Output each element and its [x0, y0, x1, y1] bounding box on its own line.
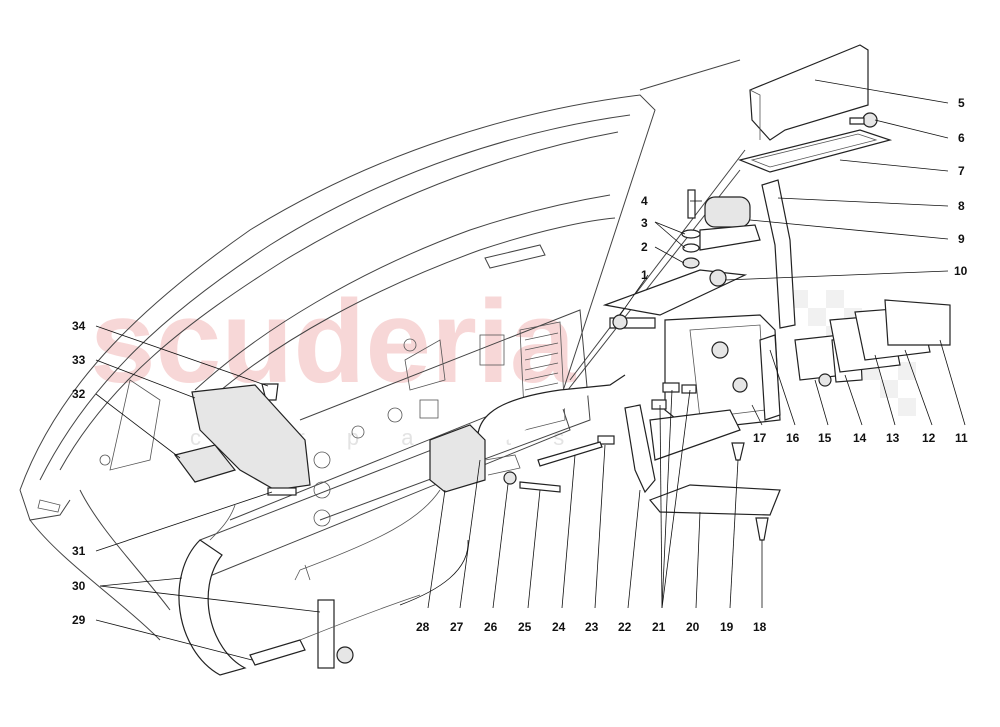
callout-21: 21 — [652, 620, 666, 634]
part-8-hose[interactable] — [761, 179, 796, 329]
callout-28: 28 — [416, 620, 430, 634]
part-6-bolt[interactable] — [849, 112, 878, 128]
callout-9: 9 — [958, 232, 965, 246]
part-4-stud[interactable] — [687, 189, 696, 219]
callout-22: 22 — [618, 620, 632, 634]
part-32-clip[interactable] — [173, 444, 237, 483]
part-29-cable-end[interactable] — [249, 599, 354, 669]
callout-20: 20 — [686, 620, 700, 634]
part-26-nut[interactable] — [503, 471, 517, 485]
wiring-harness — [294, 489, 441, 581]
callout-18: 18 — [753, 620, 767, 634]
callout-12: 12 — [922, 431, 936, 445]
callout-26: 26 — [484, 620, 498, 634]
callout-27: 27 — [450, 620, 464, 634]
callout-10: 10 — [954, 264, 968, 278]
part-28-motor-unit[interactable] — [429, 424, 521, 493]
part-1-rod[interactable] — [609, 314, 656, 330]
part-7-gasket[interactable] — [738, 129, 893, 173]
part-3-washer[interactable] — [681, 229, 701, 239]
part-10-lever[interactable] — [602, 269, 748, 316]
callout-31: 31 — [72, 544, 86, 558]
part-34-bolt[interactable] — [261, 383, 279, 401]
callout-11: 11 — [955, 431, 968, 445]
callout-1: 1 — [641, 268, 648, 282]
callout-33: 33 — [72, 353, 86, 367]
part-18-screw[interactable] — [755, 517, 769, 541]
leader-lines — [95, 79, 966, 661]
part-2-nut[interactable] — [682, 257, 700, 269]
callout-16: 16 — [786, 431, 800, 445]
part-19-screw[interactable] — [731, 442, 745, 461]
callout-30: 30 — [72, 579, 86, 593]
part-9-actuator[interactable] — [699, 196, 761, 251]
callout-34: 34 — [72, 319, 86, 333]
callout-25: 25 — [518, 620, 532, 634]
callout-8: 8 — [958, 199, 965, 213]
parts — [173, 44, 951, 676]
part-3-washer-2[interactable] — [682, 243, 700, 253]
part-5-cover[interactable] — [749, 44, 869, 141]
callout-5: 5 — [958, 96, 965, 110]
callout-7: 7 — [958, 164, 965, 178]
part-22-handle-lever[interactable] — [624, 404, 656, 494]
part-21-clip-2[interactable] — [681, 384, 697, 394]
callout-19: 19 — [720, 620, 734, 634]
part-30-hose[interactable] — [178, 539, 247, 676]
callout-3: 3 — [641, 216, 648, 230]
part-25-bolt[interactable] — [519, 481, 561, 493]
part-24-rod[interactable] — [537, 441, 603, 467]
part-11-plate[interactable] — [884, 299, 951, 346]
callout-24: 24 — [552, 620, 566, 634]
part-21-clip[interactable] — [662, 382, 680, 393]
callout-4: 4 — [641, 194, 648, 208]
callout-23: 23 — [585, 620, 599, 634]
callout-29: 29 — [72, 613, 86, 627]
callout-2: 2 — [641, 240, 648, 254]
part-20-handle[interactable] — [648, 409, 781, 516]
part-21-clip-3[interactable] — [651, 399, 667, 410]
callout-6: 6 — [958, 131, 965, 145]
callout-14: 14 — [853, 431, 867, 445]
part-17-lock-plate[interactable] — [759, 334, 781, 421]
part-31-pin[interactable] — [267, 487, 297, 496]
callout-17: 17 — [753, 431, 767, 445]
callout-15: 15 — [818, 431, 832, 445]
watermark-brand: scuderia — [90, 276, 577, 408]
callout-13: 13 — [886, 431, 900, 445]
callout-32: 32 — [72, 387, 86, 401]
callout-numbers: 5 6 7 8 9 10 4 3 2 1 11 12 13 14 15 16 1… — [72, 96, 968, 634]
part-23-pin[interactable] — [597, 435, 615, 445]
